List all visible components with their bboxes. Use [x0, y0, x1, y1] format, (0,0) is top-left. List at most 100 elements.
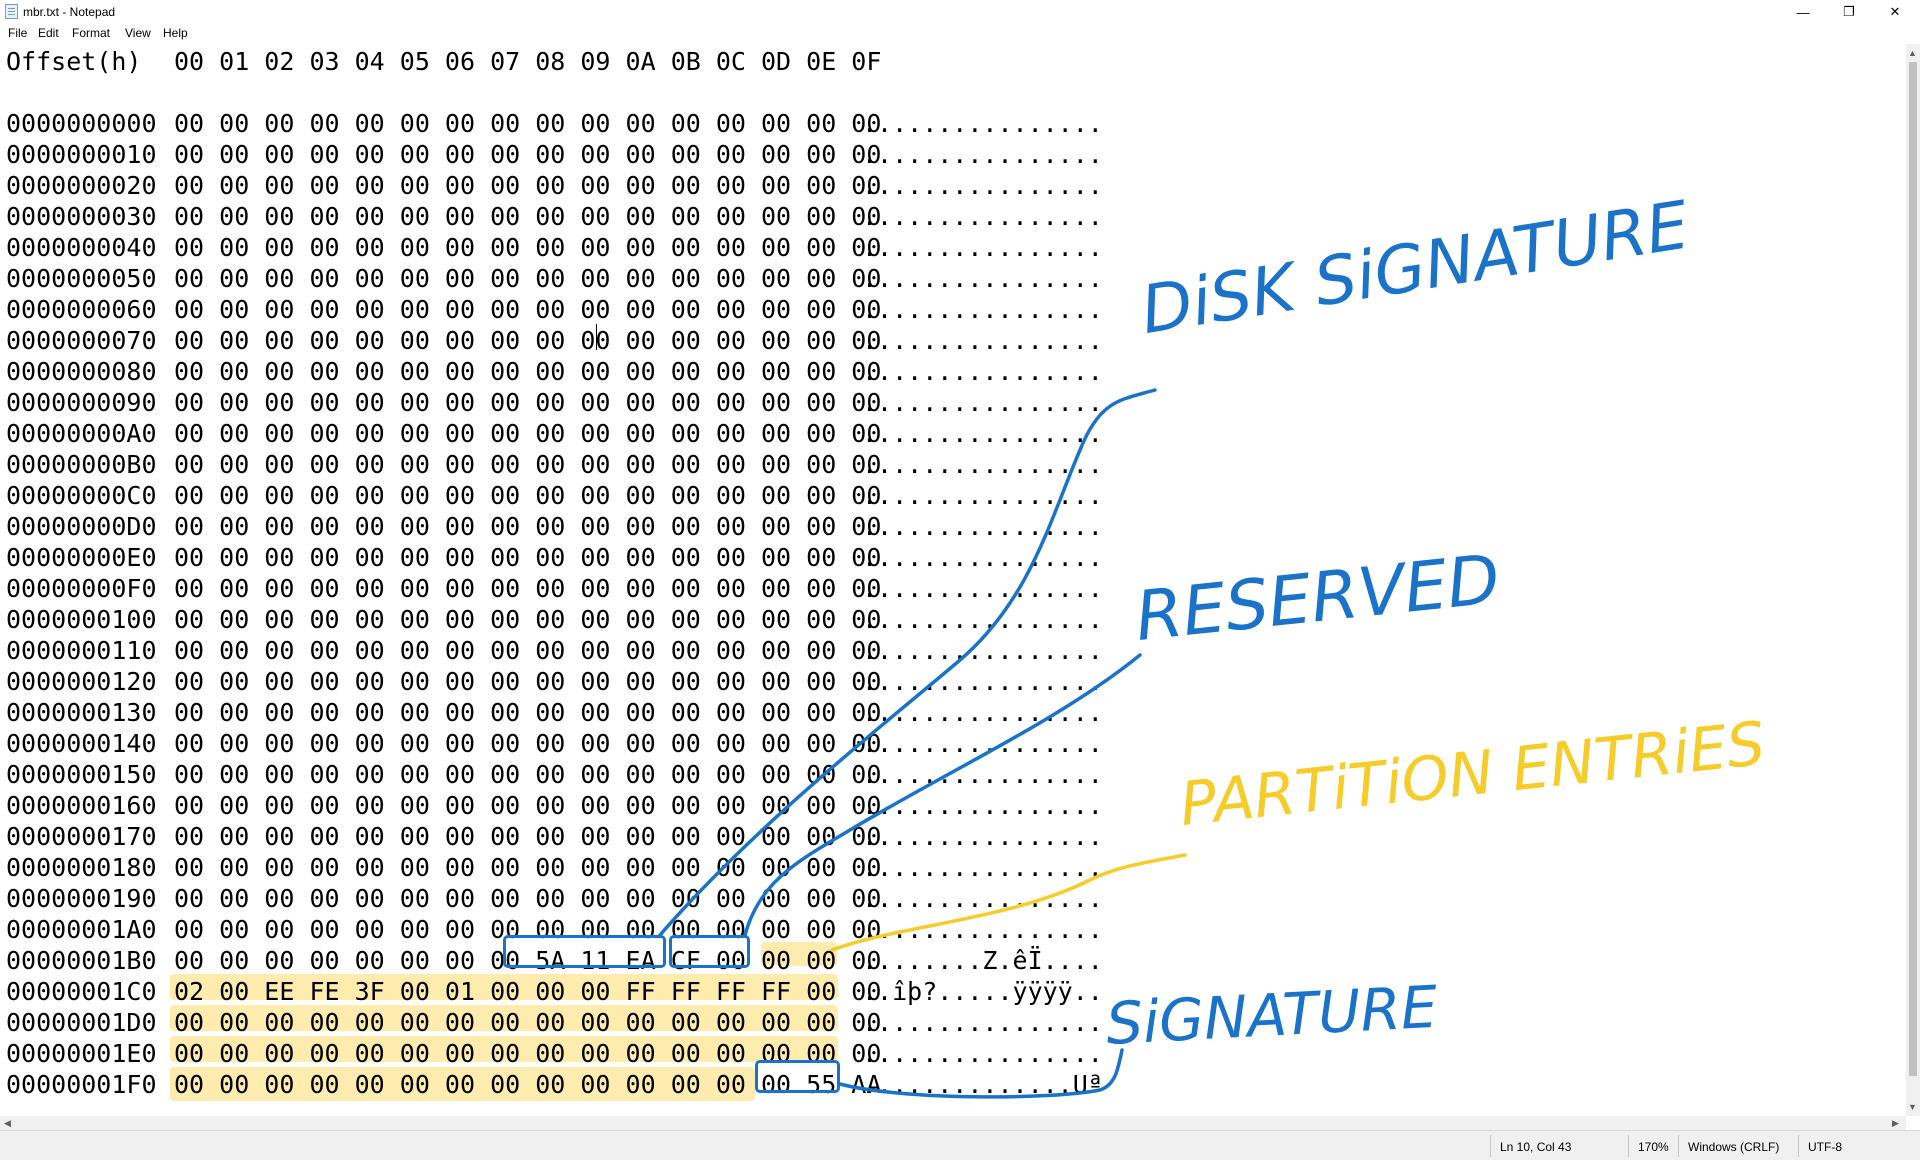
row-offset: 00000001C0 — [6, 977, 157, 1006]
row-offset: 0000000090 — [6, 388, 157, 417]
partition-highlight — [170, 1067, 755, 1101]
row-bytes: 00 00 00 00 00 00 00 00 00 00 00 00 00 0… — [174, 1008, 882, 1037]
encoding: UTF-8 — [1808, 1140, 1842, 1154]
row-offset: 00000000A0 — [6, 419, 157, 448]
partition-entries-connector — [830, 853, 1187, 952]
row-offset: 00000000C0 — [6, 481, 157, 510]
close-icon: ✕ — [1889, 4, 1901, 19]
row-offset: 0000000040 — [6, 233, 157, 262]
status-bar: Ln 10, Col 43 170% Windows (CRLF) UTF-8 — [0, 1130, 1920, 1160]
row-bytes: 00 00 00 00 00 00 00 00 00 00 00 00 00 0… — [174, 171, 882, 200]
minimize-icon: — — [1796, 4, 1810, 20]
scroll-down-icon[interactable]: ▼ — [1908, 1102, 1917, 1112]
row-offset: 00000001E0 — [6, 1039, 157, 1068]
row-bytes: 00 00 00 00 00 00 00 00 00 00 00 00 00 0… — [174, 233, 882, 262]
title-bar: mbr.txt - Notepad — ❐ ✕ — [0, 0, 1920, 24]
row-offset: 00000001F0 — [6, 1070, 157, 1099]
row-bytes: 00 00 00 00 00 00 00 00 00 00 00 00 00 0… — [174, 202, 882, 231]
row-bytes: 00 00 00 00 00 00 00 00 00 00 00 00 00 0… — [174, 884, 882, 913]
row-ascii: ................ — [862, 512, 1103, 541]
partition-highlight — [170, 974, 838, 1000]
vertical-scrollbar[interactable]: ▲ ▼ — [1906, 44, 1920, 1116]
row-ascii: ................ — [862, 1008, 1103, 1037]
cursor-position: Ln 10, Col 43 — [1500, 1140, 1572, 1154]
row-ascii: ................ — [862, 605, 1103, 634]
row-bytes: 00 00 00 00 00 00 00 00 00 00 00 00 00 0… — [174, 109, 882, 138]
status-separator — [1490, 1135, 1491, 1157]
row-ascii: ................ — [862, 109, 1103, 138]
offset-header: Offset(h) — [6, 47, 142, 76]
partition-highlight — [761, 942, 837, 966]
row-offset: 0000000060 — [6, 295, 157, 324]
row-ascii: ................ — [862, 1039, 1103, 1068]
menu-help[interactable]: Help — [163, 26, 188, 40]
menu-view[interactable]: View — [125, 26, 151, 40]
row-ascii: ........Z.êÏ.... — [862, 946, 1103, 975]
menu-edit[interactable]: Edit — [38, 26, 59, 40]
row-bytes: 00 00 00 00 00 00 00 00 00 00 00 00 00 0… — [174, 326, 882, 355]
row-ascii: ................ — [862, 791, 1103, 820]
row-bytes: 00 00 00 00 00 00 00 00 00 00 00 00 00 0… — [174, 698, 882, 727]
row-offset: 0000000150 — [6, 760, 157, 789]
reserved-connector — [743, 653, 1142, 937]
row-ascii: ................ — [862, 667, 1103, 696]
status-separator — [1798, 1135, 1799, 1157]
row-offset: 0000000180 — [6, 853, 157, 882]
row-ascii: ................ — [862, 388, 1103, 417]
row-bytes: 00 00 00 00 00 00 00 00 00 00 00 00 00 0… — [174, 450, 882, 479]
row-bytes: 00 00 00 00 00 00 00 00 00 00 00 00 00 0… — [174, 729, 882, 758]
row-ascii: ................ — [862, 543, 1103, 572]
row-ascii: ................ — [862, 729, 1103, 758]
row-ascii: ................ — [862, 326, 1103, 355]
row-bytes: 00 00 00 00 00 00 00 00 00 00 00 00 00 0… — [174, 636, 882, 665]
notepad-icon — [5, 4, 18, 19]
row-bytes: 00 00 00 00 00 00 00 00 00 00 00 00 00 0… — [174, 295, 882, 324]
row-bytes: 00 00 00 00 00 00 00 00 00 00 00 00 00 0… — [174, 791, 882, 820]
disk-signature-box — [503, 935, 666, 968]
row-ascii: ................ — [862, 357, 1103, 386]
row-offset: 00000001D0 — [6, 1008, 157, 1037]
row-ascii: ................ — [862, 295, 1103, 324]
row-bytes: 00 00 00 00 00 00 00 00 00 00 00 00 00 0… — [174, 1039, 882, 1068]
row-offset: 0000000030 — [6, 202, 157, 231]
row-offset: 0000000120 — [6, 667, 157, 696]
row-offset: 0000000130 — [6, 698, 157, 727]
row-bytes: 00 00 00 00 00 00 00 00 00 00 00 00 00 0… — [174, 760, 882, 789]
signature-connector — [838, 1048, 1124, 1099]
row-offset: 0000000160 — [6, 791, 157, 820]
restore-button[interactable]: ❐ — [1826, 0, 1872, 24]
row-bytes: 00 00 00 00 00 00 00 00 00 00 00 00 00 0… — [174, 481, 882, 510]
row-offset: 0000000000 — [6, 109, 157, 138]
row-offset: 00000000D0 — [6, 512, 157, 541]
row-bytes: 00 00 00 00 00 00 00 00 00 00 00 00 00 0… — [174, 264, 882, 293]
row-offset: 0000000190 — [6, 884, 157, 913]
menu-format[interactable]: Format — [72, 26, 111, 40]
row-offset: 0000000100 — [6, 605, 157, 634]
restore-icon: ❐ — [1843, 4, 1855, 19]
zoom-level: 170% — [1638, 1140, 1669, 1154]
row-ascii: ..îþ?.....ÿÿÿÿ.. — [862, 977, 1103, 1006]
signature-box — [755, 1060, 840, 1093]
menu-file[interactable]: File — [8, 26, 28, 40]
row-offset: 0000000010 — [6, 140, 157, 169]
row-offset: 0000000070 — [6, 326, 157, 355]
status-separator — [1628, 1135, 1629, 1157]
row-ascii: ................ — [862, 915, 1103, 944]
row-offset: 00000000E0 — [6, 543, 157, 572]
scroll-up-icon[interactable]: ▲ — [1908, 48, 1917, 58]
window-title: mbr.txt - Notepad — [23, 5, 116, 19]
horizontal-scrollbar[interactable]: ◀ ▶ — [0, 1116, 1906, 1130]
row-bytes: 00 00 00 00 00 00 00 00 00 00 00 00 00 0… — [174, 853, 882, 882]
partition-highlight — [170, 1005, 838, 1031]
text-editor[interactable]: Offset(h) 00 01 02 03 04 05 06 07 08 09 … — [0, 44, 1906, 1116]
scroll-left-icon[interactable]: ◀ — [4, 1118, 11, 1128]
row-bytes: 00 00 00 00 00 00 00 00 00 00 00 00 00 0… — [174, 667, 882, 696]
row-offset: 00000000B0 — [6, 450, 157, 479]
row-bytes: 00 00 00 00 00 00 00 00 00 00 00 00 00 0… — [174, 512, 882, 541]
row-ascii: ................ — [862, 884, 1103, 913]
row-offset: 00000001A0 — [6, 915, 157, 944]
scrollbar-thumb[interactable] — [1909, 62, 1917, 1076]
minimize-button[interactable]: — — [1780, 0, 1826, 24]
scroll-right-icon[interactable]: ▶ — [1892, 1118, 1899, 1128]
close-button[interactable]: ✕ — [1872, 0, 1918, 24]
